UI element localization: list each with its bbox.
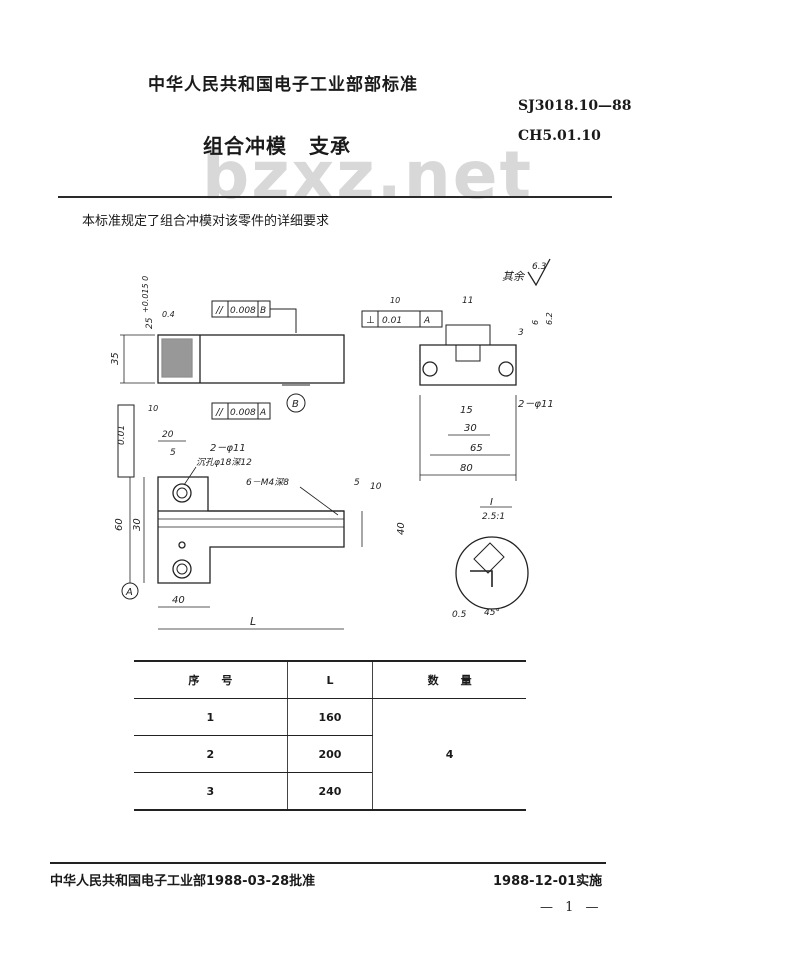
roughness-symbol [527, 258, 551, 287]
document-title: 组合冲模支承 [203, 130, 351, 159]
header-rule [58, 196, 612, 198]
counterbore-hole-top [172, 483, 192, 503]
dim-11: 11 [462, 296, 473, 306]
table-header-row: 序 号 L 数 量 [134, 660, 526, 699]
page-number: — 1 — [540, 900, 603, 915]
part-code: CH5.01.10 [518, 128, 601, 144]
table-row: 3 240 [134, 772, 526, 811]
row-serial: 3 [134, 772, 288, 811]
title-main: 组合冲模 [203, 134, 287, 158]
detail-dim-05: 0.5 [452, 610, 467, 620]
header-quantity: 数 量 [372, 660, 526, 699]
front-view-section [161, 338, 193, 378]
header-serial: 序 号 [134, 660, 288, 699]
hole-note-side: 2－φ11 [518, 399, 554, 410]
engineering-drawing: 其余 6.3 35 25 +0.015 0 0.4 // 0.008 B // … [110, 258, 554, 630]
row-serial: 1 [134, 698, 288, 736]
thread-hole [178, 541, 186, 549]
dim-40-right: 40 [396, 522, 407, 535]
row-L: 200 [286, 735, 373, 773]
standard-code: SJ3018.10—88 [518, 98, 632, 114]
watermark: bzxz.net [202, 137, 534, 214]
footer-rule [50, 862, 606, 864]
title-part: 支承 [309, 134, 351, 158]
scope-statement: 本标准规定了组合冲模对该零件的详细要求 [82, 214, 330, 229]
dim-25-tolerance: +0.015 0 [141, 276, 150, 313]
dim-3: 3 [518, 328, 524, 338]
dim-60: 60 [114, 518, 125, 531]
dim-65: 65 [470, 443, 483, 454]
approval-note: 中华人民共和国电子工业部1988-03-28批准 [50, 874, 316, 889]
svg-text://: // [215, 407, 224, 418]
datum-a-side: A [423, 316, 430, 326]
dim-5-right: 5 [354, 478, 360, 488]
dim-35: 35 [110, 352, 121, 365]
datum-a-bottom: A [259, 408, 266, 418]
perp-left-value: 0.01 [117, 425, 127, 445]
parallelism-bottom-value: 0.008 [230, 408, 256, 418]
datum-a-label: A [125, 587, 133, 598]
side-view-hole-left [422, 361, 438, 377]
parallelism-top-value: 0.008 [230, 306, 256, 316]
perpendicularity-frame-left [117, 404, 135, 478]
dim-20: 20 [162, 430, 174, 440]
dim-5: 5 [170, 448, 176, 458]
row-L: 160 [286, 698, 373, 736]
quantity-cell: 4 [372, 698, 526, 811]
perp-side-value: 0.01 [382, 316, 402, 326]
plan-view-body [157, 476, 345, 584]
side-view-hole-right [498, 361, 514, 377]
dim-6-2: 6.2 [545, 312, 554, 325]
svg-text:⊥: ⊥ [366, 315, 375, 326]
row-serial: 2 [134, 735, 288, 773]
datum-b-label: B [292, 399, 299, 410]
front-view-body [157, 334, 345, 384]
detail-scale: 2.5:1 [482, 512, 505, 522]
dim-10-right: 10 [370, 482, 382, 492]
dim-10-side: 10 [390, 296, 400, 305]
svg-text://: // [215, 305, 224, 316]
dim-6: 6 [531, 320, 540, 325]
effective-date: 1988-12-01实施 [493, 874, 603, 889]
table-row: 1 160 4 [134, 698, 526, 811]
dim-10-left: 10 [148, 404, 158, 413]
side-view-body [419, 344, 517, 386]
dim-40-bottom: 40 [172, 595, 185, 606]
roughness-note: 其余 [502, 270, 526, 283]
roughness-04-top: 0.4 [162, 310, 175, 319]
dim-L: L [250, 615, 256, 628]
header-L: L [286, 660, 373, 699]
detail-dim-45: 45° [484, 608, 500, 618]
roughness-value: 6.3 [532, 262, 547, 272]
hole-note-1: 2－φ11 [210, 443, 246, 454]
dim-30: 30 [132, 518, 143, 531]
thread-note: 6－M4深8 [246, 477, 289, 488]
dim-25: 25 [145, 317, 155, 329]
table-row: 2 200 [134, 735, 526, 773]
dim-30-side: 30 [464, 423, 477, 434]
counterbore-hole-bottom [172, 559, 192, 579]
datum-b-circle [286, 393, 306, 413]
dim-15: 15 [460, 405, 473, 416]
perpendicularity-frame-side [361, 310, 443, 328]
size-table: 序 号 L 数 量 1 160 4 2 200 3 240 [134, 660, 526, 811]
parallelism-frame-bottom [211, 402, 271, 420]
datum-b-top: B [260, 306, 266, 316]
detail-view-circle [455, 536, 529, 610]
row-L: 240 [286, 772, 373, 811]
detail-label: I [490, 497, 493, 508]
dim-80: 80 [460, 463, 473, 474]
hole-note-2: 沉孔φ18深12 [196, 457, 252, 468]
datum-a-circle [121, 582, 139, 600]
issuing-organization: 中华人民共和国电子工业部部标准 [148, 75, 418, 95]
